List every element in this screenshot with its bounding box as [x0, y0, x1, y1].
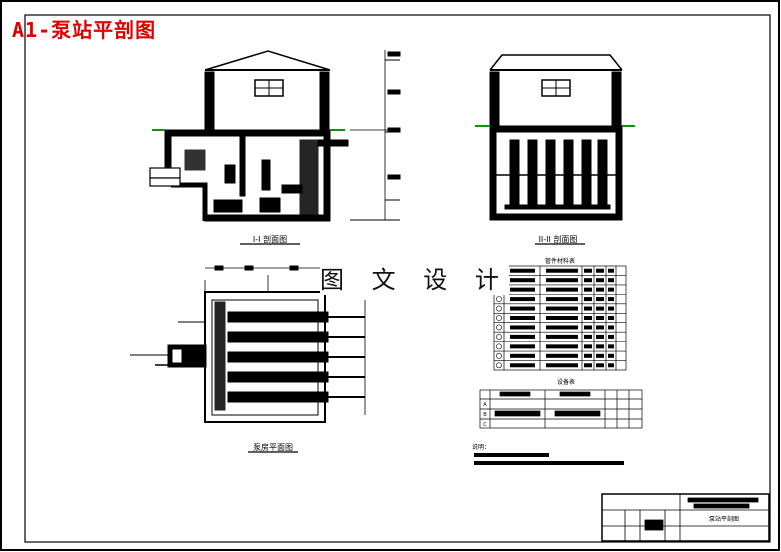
materials-cell-text	[546, 287, 578, 292]
materials-cell-text	[546, 306, 578, 311]
materials-row-number	[496, 305, 502, 312]
materials-cell-text	[510, 278, 535, 283]
materials-cell-text	[546, 278, 578, 283]
materials-cell-text	[584, 334, 592, 339]
materials-row-number	[496, 343, 502, 350]
materials-cell-text	[546, 353, 578, 358]
materials-cell-text	[608, 278, 614, 283]
materials-cell-text	[546, 316, 578, 320]
materials-cell-text	[584, 353, 592, 358]
materials-table-rows	[494, 267, 626, 369]
materials-cell-text	[596, 353, 604, 358]
materials-cell-text	[596, 287, 604, 292]
materials-cell-text	[510, 306, 535, 311]
materials-table	[493, 265, 627, 371]
materials-cell-text	[608, 316, 614, 320]
materials-cell-text	[546, 344, 578, 349]
materials-row-number	[496, 352, 502, 359]
materials-cell-text	[596, 278, 604, 283]
materials-cell-text	[546, 325, 578, 330]
materials-cell-text	[608, 306, 614, 311]
notes-lines	[474, 453, 624, 465]
materials-cell-text	[608, 334, 614, 339]
materials-cell-text	[608, 297, 614, 302]
materials-cell-text	[608, 268, 614, 273]
materials-row-number	[496, 324, 502, 331]
equipment-row-a: A	[483, 402, 487, 408]
materials-cell-text	[596, 325, 604, 330]
section-2-drawing	[475, 54, 635, 245]
materials-cell-text	[546, 363, 578, 368]
materials-cell-text	[608, 325, 614, 330]
materials-cell-text	[510, 334, 535, 339]
materials-cell-text	[510, 363, 535, 368]
materials-cell-text	[584, 278, 592, 283]
section-1-drawing	[149, 50, 401, 245]
materials-cell-text	[584, 344, 592, 349]
sheet-title: A1-泵站平剖图	[12, 18, 157, 42]
plan-drawing	[130, 265, 366, 453]
materials-cell-text	[584, 287, 592, 292]
materials-cell-text	[584, 363, 592, 368]
materials-cell-text	[546, 297, 578, 302]
materials-cell-text	[546, 268, 578, 273]
materials-row-number	[496, 296, 502, 302]
materials-cell-text	[510, 268, 535, 273]
materials-row-number	[496, 362, 502, 369]
materials-cell-text	[584, 325, 592, 330]
equipment-table	[479, 389, 643, 429]
section-1-caption: I-I 剖面图	[253, 234, 287, 244]
inner-frame	[24, 14, 771, 543]
materials-cell-text	[510, 316, 535, 320]
materials-cell-text	[596, 363, 604, 368]
materials-cell-text	[596, 344, 604, 349]
equipment-row-c: C	[483, 422, 487, 428]
materials-cell-text	[596, 316, 604, 320]
materials-cell-text	[596, 306, 604, 311]
materials-cell-text	[584, 268, 592, 273]
materials-cell-text	[584, 306, 592, 311]
materials-cell-text	[510, 353, 535, 358]
title-block	[601, 493, 770, 542]
plan-caption: 泵房平面图	[253, 442, 293, 452]
materials-cell-text	[608, 287, 614, 292]
materials-row-number	[496, 315, 502, 321]
materials-cell-text	[596, 268, 604, 273]
materials-cell-text	[584, 316, 592, 320]
materials-cell-text	[546, 334, 578, 339]
materials-table-title: 管件材料表	[545, 257, 575, 265]
equipment-table-title: 设备表	[557, 378, 575, 386]
materials-cell-text	[596, 334, 604, 339]
materials-cell-text	[608, 353, 614, 358]
materials-cell-text	[510, 325, 535, 330]
section-2-caption: II-II 剖面图	[539, 234, 578, 244]
watermark: 图 文 设 计	[320, 260, 509, 295]
materials-cell-text	[608, 344, 614, 349]
title-block-drawing-name: 泵站平剖图	[709, 515, 739, 523]
notes-heading: 说明：	[472, 443, 490, 451]
materials-cell-text	[584, 297, 592, 302]
materials-cell-text	[596, 297, 604, 302]
materials-cell-text	[510, 287, 535, 292]
equipment-row-b: B	[483, 412, 487, 418]
materials-cell-text	[510, 297, 535, 302]
materials-cell-text	[608, 363, 614, 368]
materials-cell-text	[510, 344, 535, 349]
materials-row-number	[496, 334, 502, 340]
